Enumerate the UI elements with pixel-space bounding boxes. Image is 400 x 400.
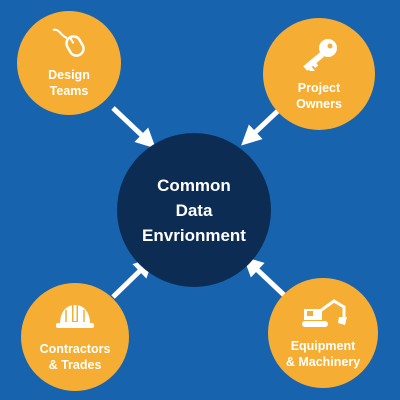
node-equipment-machinery: Equipment & Machinery <box>268 278 378 388</box>
arrow-design-to-center <box>111 106 156 149</box>
central-label-line3: Envrionment <box>142 225 246 245</box>
excavator-icon <box>298 297 348 334</box>
arrow-owners-to-center <box>241 106 283 146</box>
central-node: Common Data Envrionment <box>117 133 271 287</box>
mouse-icon <box>49 28 89 63</box>
node-label-line1: Project <box>297 80 341 95</box>
central-label-line1: Common <box>157 175 231 195</box>
node-contractors-trades: Contractors & Trades <box>21 283 129 391</box>
key-icon <box>297 37 341 76</box>
node-design-teams: Design Teams <box>17 11 121 115</box>
node-label-line1: Equipment <box>290 338 356 353</box>
central-label-line2: Data <box>175 200 213 220</box>
node-label-line1: Contractors <box>39 341 111 356</box>
arrow-equipment-to-center <box>243 256 286 297</box>
node-label-line1: Design <box>48 67 90 82</box>
node-label-line2: & Machinery <box>285 354 361 369</box>
hard-hat-icon <box>53 302 97 337</box>
node-label-line2: & Trades <box>48 357 102 372</box>
node-label-line2: Owners <box>296 96 342 111</box>
node-project-owners: Project Owners <box>263 18 375 130</box>
node-label-line2: Teams <box>49 83 89 98</box>
arrow-contractors-to-center <box>111 257 154 299</box>
